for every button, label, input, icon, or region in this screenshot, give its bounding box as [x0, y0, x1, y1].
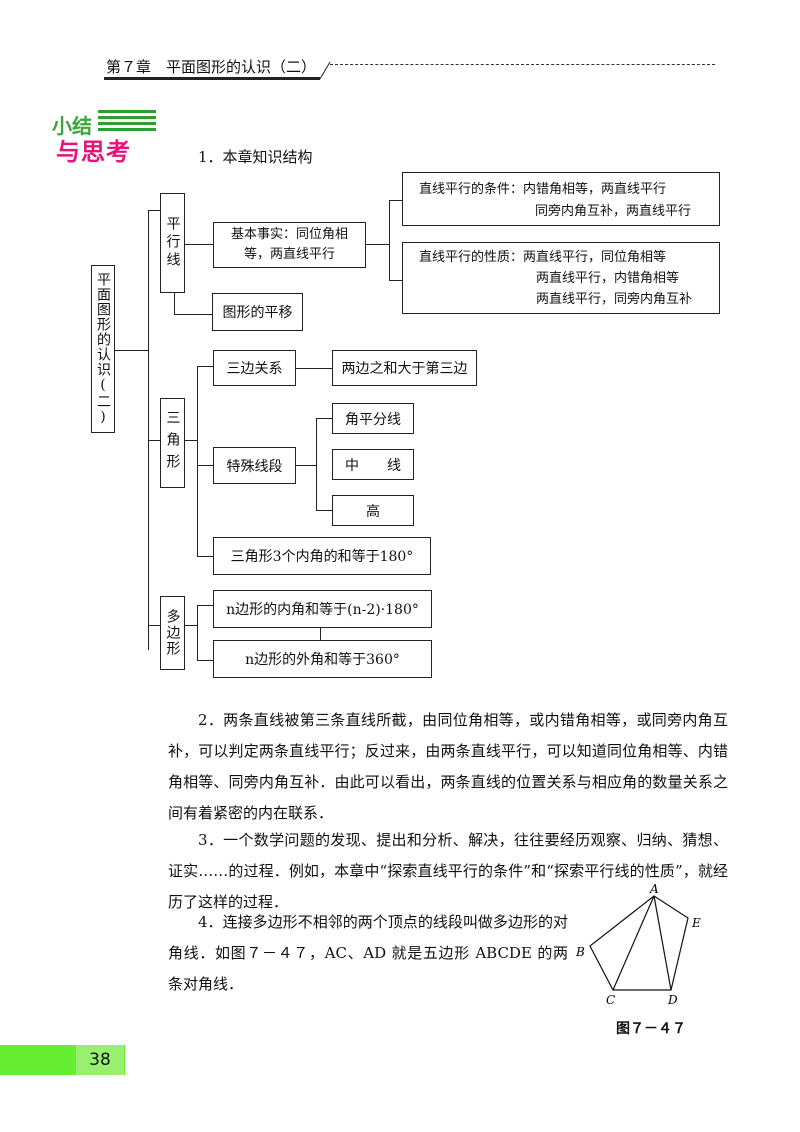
connector	[174, 314, 212, 315]
median-box: 中 线	[332, 449, 414, 480]
exterior-angle-box: n边形的外角和等于360°	[213, 640, 432, 678]
diagonal-ac	[612, 895, 655, 991]
connector	[389, 280, 402, 281]
special-segments-box: 特殊线段	[213, 447, 296, 484]
connector	[148, 625, 160, 626]
connector	[197, 366, 213, 367]
connector	[115, 350, 148, 351]
property-line-1: 直线平行的性质：两直线平行，同位角相等	[419, 250, 667, 265]
connector	[389, 200, 390, 280]
logo-line2: 与思考	[56, 138, 131, 166]
bisector-box: 角平分线	[332, 403, 414, 434]
connector	[174, 292, 175, 314]
section-title: 1．本章知识结构	[198, 148, 313, 166]
label-d: D	[667, 993, 678, 1007]
connector	[197, 605, 198, 660]
height-box: 高	[332, 495, 414, 526]
label-e: E	[691, 916, 701, 930]
property-line-3: 两直线平行，同旁内角互补	[536, 292, 693, 307]
basic-fact-box: 基本事实：同位角相等，两直线平行	[213, 222, 366, 268]
pentagon-outline	[589, 895, 689, 991]
chapter-header: 第７章 平面图形的认识（二）	[106, 58, 317, 76]
figure-caption: 图７－４７	[616, 1021, 686, 1037]
pentagon-figure: A E B C D	[575, 882, 701, 1007]
connector	[197, 366, 198, 556]
label-a: A	[649, 882, 659, 896]
triangle-box: 三角形	[160, 398, 185, 488]
condition-box: 直线平行的条件：内错角相等，两直线平行 同旁内角互补，两直线平行	[402, 172, 720, 226]
connector	[316, 510, 332, 511]
polygon-box: 多边形	[160, 596, 185, 670]
connector	[197, 556, 213, 557]
connector	[197, 660, 213, 661]
connector	[197, 465, 213, 466]
parallel-lines-box: 平行线	[160, 193, 185, 293]
paragraph-3: 3．一个数学问题的发现、提出和分析、解决，往往要经历观察、归纳、猜想、证实……的…	[168, 831, 728, 911]
angle-sum-box: 三角形3个内角的和等于180°	[213, 537, 431, 575]
connector	[185, 440, 197, 441]
summary-logo: 小结 与思考	[52, 108, 162, 166]
condition-line-1: 直线平行的条件：内错角相等，两直线平行	[419, 182, 667, 197]
diagonal-ad	[653, 895, 672, 991]
logo-line1: 小结	[52, 114, 92, 138]
connector	[185, 625, 197, 626]
header-dashed-rule	[330, 64, 715, 65]
header-slash	[319, 61, 331, 80]
connector	[320, 627, 321, 640]
condition-line-2: 同旁内角互补，两直线平行	[535, 204, 692, 219]
connector	[148, 440, 160, 441]
connector	[197, 605, 213, 606]
connector	[365, 244, 389, 245]
label-c: C	[606, 993, 615, 1007]
logo-stripes	[98, 110, 156, 134]
connector	[296, 368, 332, 369]
sum-sides-box: 两边之和大于第三边	[332, 350, 477, 386]
connector	[316, 418, 332, 419]
three-sides-box: 三边关系	[213, 350, 296, 386]
paragraph-2: 2．两条直线被第三条直线所截，由同位角相等，或内错角相等，或同旁内角互补，可以判…	[168, 711, 728, 822]
property-box: 直线平行的性质：两直线平行，同位角相等 两直线平行，内错角相等 两直线平行，同旁…	[402, 242, 720, 314]
connector	[148, 210, 160, 211]
connector	[296, 465, 316, 466]
connector	[185, 244, 213, 245]
connector	[148, 210, 149, 650]
label-b: B	[575, 945, 585, 959]
interior-angle-box: n边形的内角和等于(n-2)·180°	[213, 590, 432, 628]
property-line-2: 两直线平行，内错角相等	[536, 271, 680, 286]
connector	[316, 418, 317, 510]
paragraph-4: 4．连接多边形不相邻的两个顶点的线段叫做多边形的对角线．如图７－４７，AC、AD…	[168, 913, 568, 993]
page-number: 38	[76, 1045, 124, 1075]
root-box: 平面图形的认识(二)	[91, 265, 115, 433]
translation-box: 图形的平移	[212, 293, 303, 331]
connector	[389, 200, 402, 201]
header-underline	[104, 77, 320, 80]
